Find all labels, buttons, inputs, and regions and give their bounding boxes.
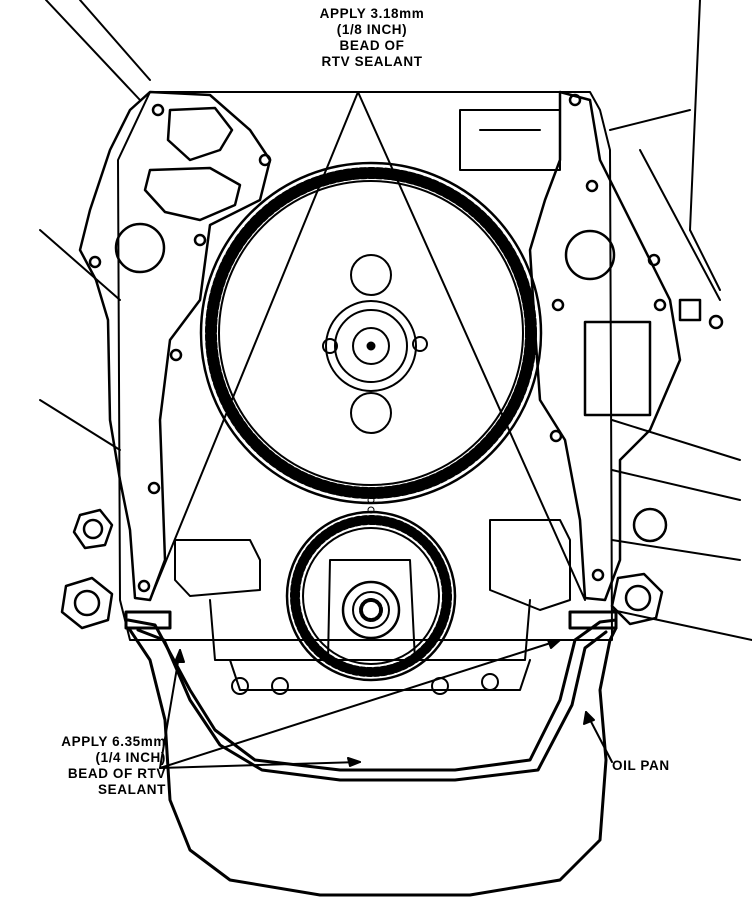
camshaft-gear (199, 161, 543, 505)
hex-bolt-left-upper (72, 508, 114, 550)
left-cover-plate (78, 90, 272, 602)
cover-bolt (591, 568, 605, 582)
callout-line: (1/8 INCH) (336, 22, 408, 37)
gear-bolt (322, 338, 338, 354)
cover-bore-right (564, 229, 616, 281)
gear-lightening-hole (350, 392, 392, 434)
cover-bolt (549, 429, 563, 443)
cover-bolt (169, 348, 183, 362)
hex-bolts (60, 507, 668, 630)
cover-bore-left (114, 222, 166, 274)
leader-left-2 (159, 761, 361, 769)
block-castings (174, 519, 571, 695)
leader-top-right (357, 91, 586, 601)
cam-hub (325, 300, 417, 392)
cover-bolt (137, 579, 151, 593)
right-cover-plate (528, 90, 724, 602)
crank-nut (341, 580, 401, 640)
cover-bolt (151, 103, 165, 117)
callout-line: RTV SEALANT (321, 54, 423, 69)
bottom-sealant-callout: APPLY 6.35mm (1/4 INCH) BEAD OF RTV SEAL… (6, 734, 166, 798)
cover-bolt (568, 93, 582, 107)
callout-line: APPLY 3.18mm (319, 6, 425, 21)
callout-line: BEAD OF (339, 38, 405, 53)
leader-left-3 (159, 639, 561, 769)
leader-top-left (149, 91, 359, 601)
cover-bolt (585, 179, 599, 193)
callout-line: SEALANT (98, 782, 166, 797)
hex-bolt-right (610, 572, 664, 626)
callout-line: APPLY 6.35mm (61, 734, 166, 749)
callout-line: (1/4 INCH) (95, 750, 166, 765)
cover-bolt (88, 255, 102, 269)
cover-bolt (551, 298, 565, 312)
oil-pan (124, 610, 618, 897)
callout-line: BEAD OF RTV (67, 766, 166, 781)
crankshaft-gear (285, 496, 457, 682)
top-sealant-callout: APPLY 3.18mm (1/8 INCH) BEAD OF RTV SEAL… (262, 6, 482, 70)
callout-leaders (149, 91, 613, 769)
leader-left-1 (159, 649, 181, 769)
cover-bolt (193, 233, 207, 247)
hex-bolt-left-lower (60, 576, 114, 630)
gear-lightening-hole (350, 254, 392, 296)
callout-line: OIL PAN (612, 758, 670, 773)
cover-bolt (147, 481, 161, 495)
engine-block (39, 0, 752, 641)
oil-pan-callout: OIL PAN (612, 758, 732, 774)
cover-bolt (653, 298, 667, 312)
gear-bolt (412, 336, 428, 352)
cover-bolt (647, 253, 661, 267)
cover-bolt (258, 153, 272, 167)
